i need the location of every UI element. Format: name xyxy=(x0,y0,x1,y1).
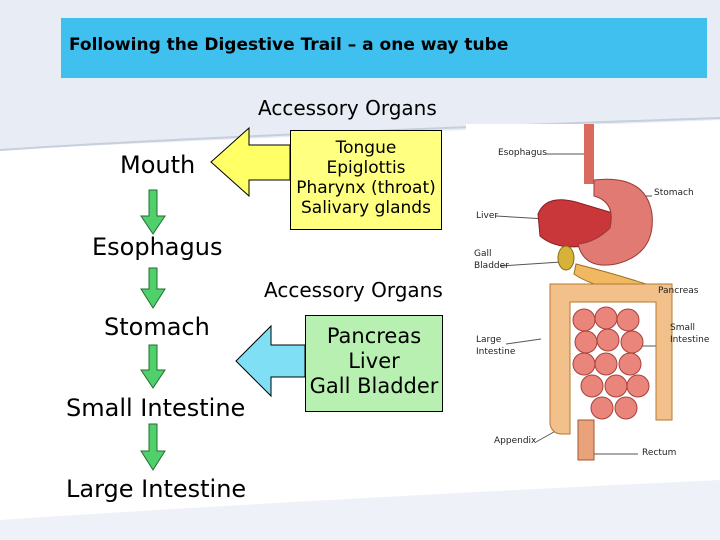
down-arrow-esophagus-stomach xyxy=(140,267,166,309)
organ-stomach: Stomach xyxy=(104,313,210,341)
figure-label-rectum: Rectum xyxy=(642,448,677,458)
accessory-item: Tongue xyxy=(335,138,397,158)
organ-mouth: Mouth xyxy=(120,151,196,179)
accessory-box-digestion: Pancreas Liver Gall Bladder xyxy=(305,315,443,412)
digestive-system-illustration: Esophagus Stomach Liver Gall Bladder Pan… xyxy=(466,124,712,472)
accessory-item: Pancreas xyxy=(326,324,422,348)
organ-small-intestine: Small Intestine xyxy=(66,394,246,422)
down-arrow-mouth-esophagus xyxy=(140,189,166,235)
organ-large-intestine: Large Intestine xyxy=(66,475,247,503)
figure-label-esophagus: Esophagus xyxy=(498,148,547,158)
digestive-system-image xyxy=(495,124,673,461)
yellow-arrow-to-mouth xyxy=(210,126,291,198)
figure-label-small-intestine: Small Intestine xyxy=(670,323,710,345)
accessory-item: Pharynx (throat) xyxy=(296,178,436,198)
accessory-item: Salivary glands xyxy=(301,198,431,218)
accessory-item: Gall Bladder xyxy=(309,374,439,398)
down-arrow-stomach-small-intestine xyxy=(140,344,166,389)
accessory-item: Epiglottis xyxy=(326,158,406,178)
down-arrow-small-intestine-large-intestine xyxy=(140,423,166,471)
figure-label-stomach: Stomach xyxy=(654,188,694,198)
accessory-organs-heading-top: Accessory Organs xyxy=(258,96,437,120)
accessory-item: Liver xyxy=(348,349,400,373)
figure-label-gall-bladder: Gall Bladder xyxy=(474,249,509,271)
figure-label-appendix: Appendix xyxy=(494,436,537,446)
organ-esophagus: Esophagus xyxy=(92,233,223,261)
figure-label-large-intestine: Large Intestine xyxy=(476,335,516,357)
accessory-box-mouth: Tongue Epiglottis Pharynx (throat) Saliv… xyxy=(290,130,442,230)
accessory-organs-heading-bottom: Accessory Organs xyxy=(264,278,443,302)
figure-label-pancreas: Pancreas xyxy=(658,286,699,296)
figure-label-liver: Liver xyxy=(476,211,499,221)
blue-arrow-to-stomach xyxy=(235,324,306,398)
slide-title: Following the Digestive Trail – a one wa… xyxy=(69,35,509,55)
title-bar: Following the Digestive Trail – a one wa… xyxy=(61,18,707,78)
